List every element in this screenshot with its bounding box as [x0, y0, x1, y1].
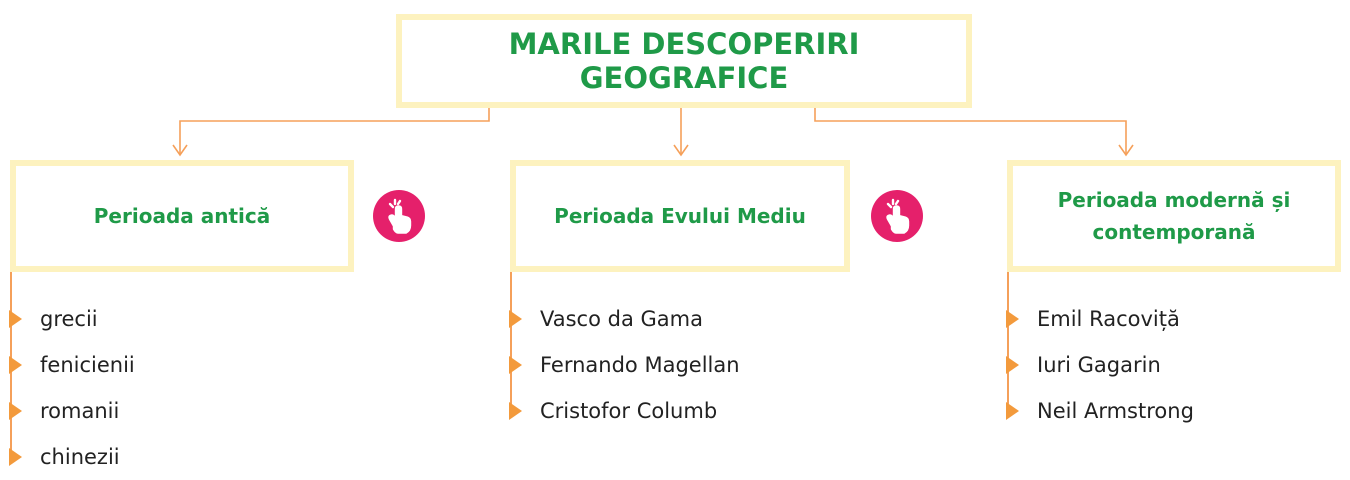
- bullet-arrow-icon: [509, 310, 522, 328]
- period-label-medieval: Perioada Evului Mediu: [554, 204, 806, 228]
- bullet-arrow-icon: [509, 402, 522, 420]
- list-item: fenicienii: [9, 342, 135, 388]
- arrowhead-antic: [172, 144, 188, 157]
- bullet-arrow-icon: [9, 402, 22, 420]
- tree-line-modern: [1007, 272, 1009, 417]
- item-text: romanii: [40, 399, 120, 423]
- bullet-arrow-icon: [1006, 310, 1019, 328]
- period-label-modern-line1: Perioada modernă și: [1057, 188, 1291, 212]
- items-list-modern: Emil Racoviță Iuri Gagarin Neil Armstron…: [1006, 296, 1194, 434]
- connector-lines: [172, 100, 1134, 157]
- items-list-antic: grecii fenicienii romanii chinezii: [9, 296, 135, 480]
- tap-hand-icon-glyph: [886, 198, 910, 234]
- item-text: Neil Armstrong: [1037, 399, 1194, 423]
- bullet-arrow-icon: [509, 356, 522, 374]
- tree-line-medieval: [510, 272, 512, 417]
- list-item: Vasco da Gama: [509, 296, 740, 342]
- item-text: grecii: [40, 307, 98, 331]
- item-text: Fernando Magellan: [540, 353, 740, 377]
- list-item: grecii: [9, 296, 135, 342]
- period-box-modern: Perioada modernă și contemporană: [1007, 160, 1341, 272]
- tap-hand-icon[interactable]: [373, 190, 425, 242]
- list-item: Fernando Magellan: [509, 342, 740, 388]
- period-box-antic: Perioada antică: [10, 160, 354, 272]
- connector-to-antic: [179, 100, 490, 155]
- diagram-title: MARILE DESCOPERIRI GEOGRAFICE: [508, 27, 860, 95]
- arrowhead-medieval: [673, 144, 689, 157]
- item-text: Vasco da Gama: [540, 307, 703, 331]
- period-label-modern-line2: contemporană: [1092, 220, 1256, 244]
- title-box: MARILE DESCOPERIRI GEOGRAFICE: [396, 14, 972, 108]
- list-item: Iuri Gagarin: [1006, 342, 1194, 388]
- item-text: Emil Racoviță: [1037, 307, 1180, 331]
- bullet-arrow-icon: [9, 448, 22, 466]
- item-text: chinezii: [40, 445, 120, 469]
- bullet-arrow-icon: [9, 356, 22, 374]
- bullet-arrow-icon: [9, 310, 22, 328]
- list-item: Emil Racoviță: [1006, 296, 1194, 342]
- tap-hand-icon[interactable]: [871, 190, 923, 242]
- item-text: Iuri Gagarin: [1037, 353, 1161, 377]
- bullet-arrow-icon: [1006, 356, 1019, 374]
- arrowhead-modern: [1118, 144, 1134, 157]
- item-text: Cristofor Columb: [540, 399, 718, 423]
- period-label-modern: Perioada modernă și contemporană: [1058, 184, 1291, 248]
- list-item: Cristofor Columb: [509, 388, 740, 434]
- connector-to-modern: [814, 100, 1127, 155]
- period-label-antic: Perioada antică: [93, 204, 271, 228]
- list-item: Neil Armstrong: [1006, 388, 1194, 434]
- period-box-medieval: Perioada Evului Mediu: [510, 160, 850, 272]
- items-list-medieval: Vasco da Gama Fernando Magellan Cristofo…: [509, 296, 740, 434]
- list-item: romanii: [9, 388, 135, 434]
- bullet-arrow-icon: [1006, 402, 1019, 420]
- tap-hand-icon-glyph: [388, 198, 412, 234]
- list-item: chinezii: [9, 434, 135, 480]
- item-text: fenicienii: [40, 353, 135, 377]
